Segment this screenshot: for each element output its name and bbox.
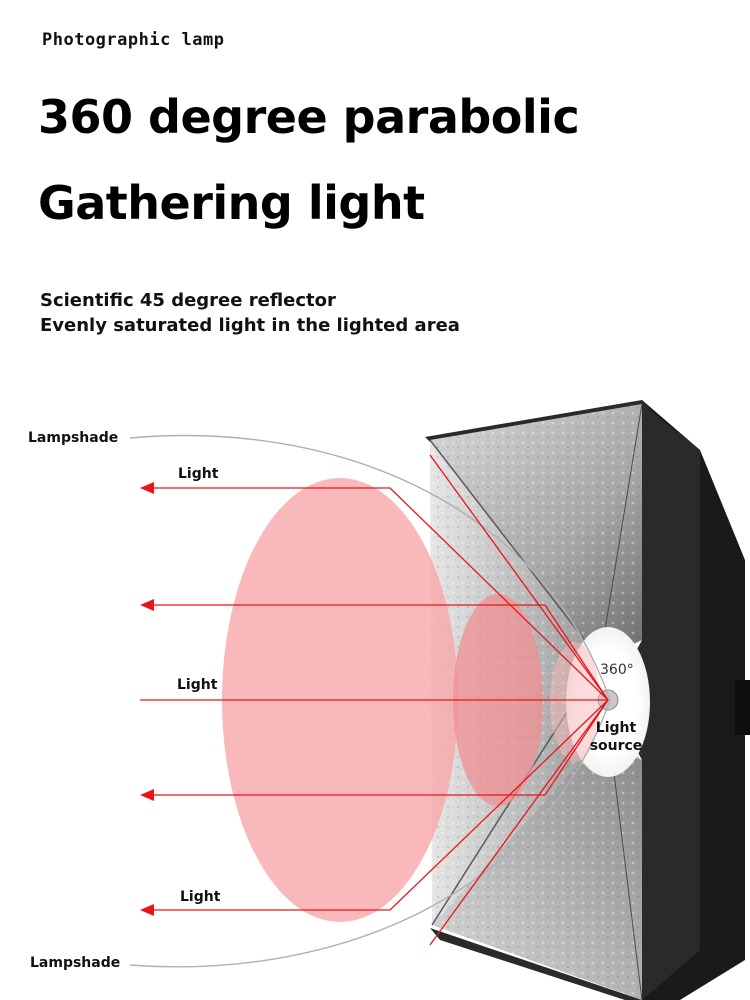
angle-label: 360°	[600, 662, 634, 678]
reflector-right-panel	[610, 404, 700, 1000]
arrowhead-2	[140, 599, 154, 611]
brand-label: Photographic lamp	[42, 30, 225, 50]
softbox-diagram	[129, 400, 750, 1000]
ray-5	[150, 699, 609, 911]
light-source-label: Light source	[588, 719, 644, 755]
light-label-middle: Light	[177, 677, 218, 693]
ray-4	[150, 699, 609, 796]
light-source-label-line-1: Light	[595, 720, 637, 736]
lampshade-curve-top	[129, 434, 611, 701]
arrowhead-5	[140, 904, 154, 916]
lampshade-label-bottom: Lampshade	[30, 955, 121, 971]
headline-line-1: 360 degree parabolic	[38, 90, 580, 144]
light-source-label-line-2: source	[589, 738, 643, 754]
softbox-outer-bottom	[430, 928, 642, 1000]
ray-2	[150, 604, 609, 701]
subhead-line-1: Scientific 45 degree reflector	[40, 290, 336, 311]
light-label-top: Light	[178, 466, 219, 482]
light-label-bottom: Light	[180, 889, 221, 905]
lampshade-curve-bottom	[129, 699, 611, 968]
ray-arrowheads	[140, 482, 154, 916]
light-rays	[150, 454, 609, 946]
mount-bracket	[735, 680, 750, 735]
arrowhead-1	[140, 482, 154, 494]
arrowhead-4	[140, 789, 154, 801]
headline-line-2: Gathering light	[38, 176, 425, 230]
subhead-line-2: Evenly saturated light in the lighted ar…	[40, 315, 460, 336]
ray-1	[150, 487, 609, 701]
lampshade-label-top: Lampshade	[28, 430, 119, 446]
